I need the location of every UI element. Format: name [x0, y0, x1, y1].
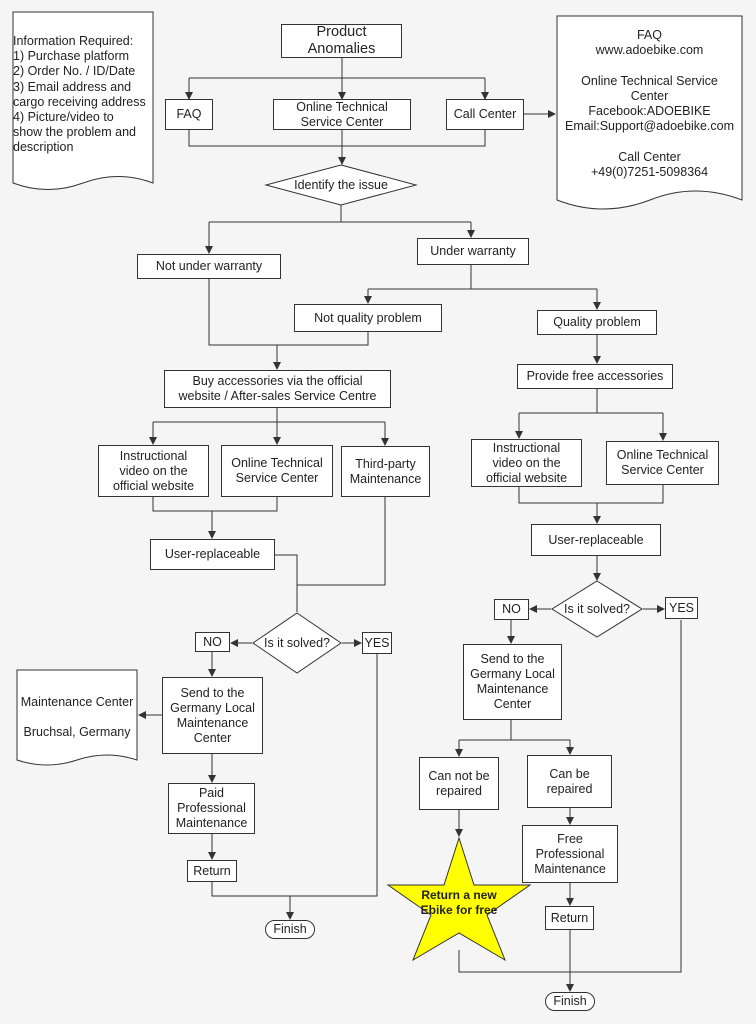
return-new-ebike-label: Return a new Ebike for free: [420, 888, 498, 917]
finish-right-terminal: Finish: [545, 992, 595, 1011]
solved-right-diamond: [551, 580, 643, 638]
call-center-box: Call Center: [446, 99, 524, 130]
contact-info-text: FAQ www.adoebike.com Online Technical Se…: [564, 28, 735, 179]
yes-right-box: YES: [665, 597, 698, 619]
return-right-box: Return: [545, 906, 594, 930]
user-replaceable-right-box: User-replaceable: [531, 524, 661, 556]
no-left-box: NO: [195, 632, 230, 652]
provide-free-accessories-box: Provide free accessories: [517, 364, 673, 389]
not-under-warranty-box: Not under warranty: [137, 254, 281, 279]
maintenance-center-document: [16, 669, 138, 766]
product-anomalies-box: Product Anomalies: [281, 24, 402, 58]
identify-issue-label: Identify the issue: [294, 178, 388, 192]
paid-professional-box: Paid Professional Maintenance: [168, 783, 255, 834]
finish-left-terminal: Finish: [265, 920, 315, 939]
instructional-video-left-box: Instructional video on the official webs…: [98, 445, 209, 497]
is-it-solved-left-label: Is it solved?: [263, 636, 330, 650]
free-professional-box: Free Professional Maintenance: [522, 825, 618, 883]
no-right-box: NO: [494, 599, 529, 620]
quality-problem-box: Quality problem: [537, 310, 657, 335]
return-left-box: Return: [187, 860, 237, 882]
not-quality-problem-box: Not quality problem: [294, 304, 442, 332]
maintenance-center-text: Maintenance Center Bruchsal, Germany: [20, 695, 134, 740]
is-it-solved-right-label: Is it solved?: [563, 602, 630, 616]
instructional-video-right-box: Instructional video on the official webs…: [471, 439, 582, 487]
cannot-be-repaired-box: Can not be repaired: [419, 757, 499, 810]
under-warranty-box: Under warranty: [417, 238, 529, 265]
connector-lines: [138, 58, 682, 992]
faq-box: FAQ: [165, 99, 213, 130]
user-replaceable-left-box: User-replaceable: [150, 539, 275, 570]
yes-left-box: YES: [362, 632, 392, 654]
contact-info-document: [556, 15, 743, 210]
can-be-repaired-box: Can be repaired: [527, 755, 612, 808]
third-party-maintenance-box: Third-party Maintenance: [341, 446, 430, 497]
send-germany-right-box: Send to the Germany Local Maintenance Ce…: [463, 644, 562, 720]
online-technical-top-box: Online Technical Service Center: [273, 99, 411, 130]
info-required-text: Information Required: 1) Purchase platfo…: [13, 34, 146, 155]
buy-accessories-box: Buy accessories via the official website…: [164, 370, 391, 408]
online-technical-right-box: Online Technical Service Center: [606, 441, 719, 485]
online-technical-left-box: Online Technical Service Center: [221, 445, 333, 497]
return-new-ebike-star: [386, 836, 532, 962]
send-germany-left-box: Send to the Germany Local Maintenance Ce…: [162, 677, 263, 754]
info-required-document: [12, 11, 154, 190]
solved-left-diamond: [252, 612, 342, 674]
